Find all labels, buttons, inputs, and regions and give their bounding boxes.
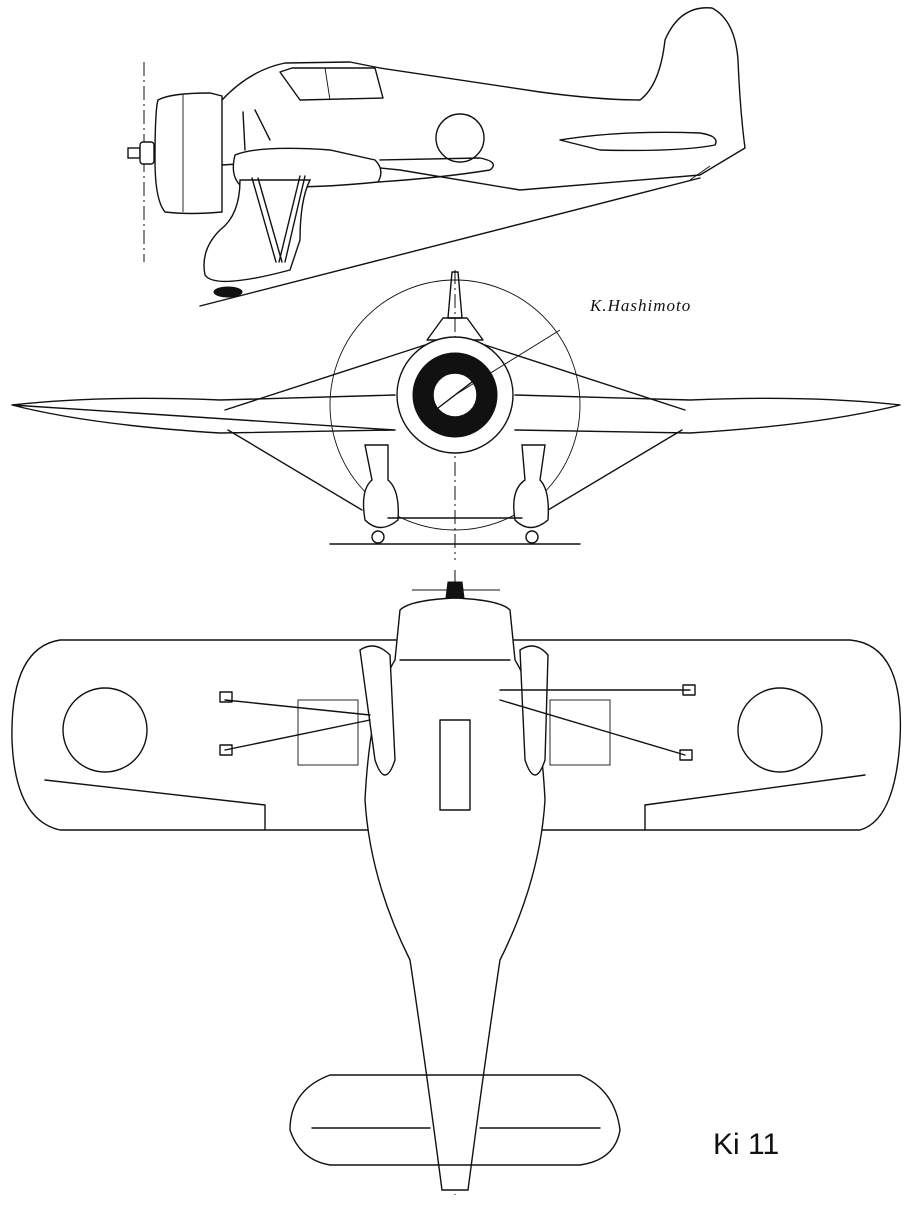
plan-view (11, 570, 902, 1195)
aircraft-label: Ki 11 (713, 1128, 780, 1161)
front-view (11, 270, 901, 560)
artist-signature: K.Hashimoto (590, 296, 692, 315)
side-view (127, 7, 746, 307)
